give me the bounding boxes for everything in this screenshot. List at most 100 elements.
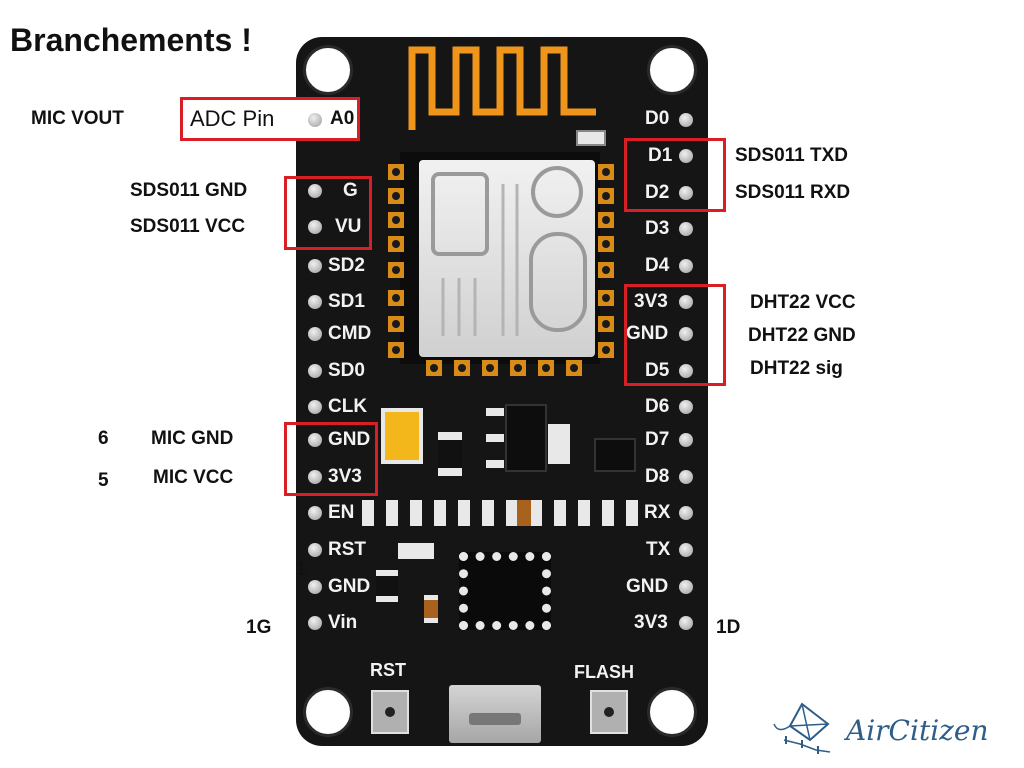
- pin-dot: [679, 364, 693, 378]
- page-title: Branchements !: [10, 22, 252, 58]
- module-pad: [388, 316, 404, 332]
- pin-label-3v3: 3V3: [328, 466, 362, 487]
- mount-hole: [647, 45, 697, 95]
- wifi-antenna: [408, 46, 596, 130]
- pin-label-g: G: [343, 180, 358, 201]
- pin-label-vin: Vin: [328, 612, 358, 633]
- label-mic-vcc: MIC VCC: [153, 467, 234, 488]
- pin-dot: [679, 580, 693, 594]
- usb-port-opening: [469, 713, 521, 725]
- label-dht-sig: DHT22 sig: [750, 358, 843, 379]
- pin-dot: [679, 433, 693, 447]
- smd-capacitor: [517, 500, 531, 526]
- dht-highlight-box: [624, 284, 726, 386]
- usb-serial-chip: [459, 552, 551, 630]
- regulator-lead: [486, 460, 504, 468]
- pin-dot: [308, 580, 322, 594]
- pin-dot: [679, 327, 693, 341]
- module-pad: [388, 164, 404, 180]
- pin-label-vu: VU: [335, 216, 362, 237]
- module-pad: [598, 316, 614, 332]
- pin-label-rst: RST: [328, 539, 366, 560]
- module-pad: [598, 164, 614, 180]
- label-dht-vcc: DHT22 VCC: [750, 292, 856, 313]
- pin-number-6: 6: [98, 428, 109, 449]
- pin-label-d0: D0: [645, 108, 670, 129]
- adc-pin-label: ADC Pin: [190, 106, 275, 131]
- label-mic-vout: MIC VOUT: [31, 108, 124, 129]
- kite-logo-icon: [773, 702, 831, 754]
- flash-button[interactable]: [590, 690, 628, 734]
- pin-label-d5: D5: [645, 360, 670, 381]
- module-pad: [598, 236, 614, 252]
- pin-dot: [308, 220, 322, 234]
- aircitizen-logo-text: AirCitizen: [846, 714, 989, 747]
- pin-dot: [679, 543, 693, 557]
- pin-label-gnd-2: GND: [328, 576, 371, 597]
- label-sds-txd: SDS011 TXD: [735, 145, 848, 166]
- module-pad: [598, 342, 614, 358]
- module-pad: [538, 360, 554, 376]
- sds-data-highlight-box: [624, 138, 726, 212]
- pin-label-gnd-r: GND: [626, 323, 669, 344]
- voltage-regulator: [505, 404, 547, 472]
- transistor: [594, 438, 636, 472]
- regulator-lead: [486, 434, 504, 442]
- pin-label-d2: D2: [645, 182, 670, 203]
- module-pad: [388, 290, 404, 306]
- label-sds-vcc: SDS011 VCC: [130, 216, 246, 237]
- smd-led: [576, 130, 606, 146]
- label-sds-rxd: SDS011 RXD: [735, 182, 851, 203]
- pin-label-sd0: SD0: [328, 360, 365, 381]
- module-pad: [388, 212, 404, 228]
- pin-label-rx: RX: [644, 502, 671, 523]
- pin-dot: [308, 543, 322, 557]
- tantalum-capacitor: [381, 408, 423, 464]
- pin-dot: [308, 184, 322, 198]
- pin-dot: [308, 506, 322, 520]
- micro-usb-port[interactable]: [449, 685, 541, 743]
- module-pad: [426, 360, 442, 376]
- pin-dot: [308, 259, 322, 273]
- pin-dot: [308, 295, 322, 309]
- smd-diode: [376, 570, 398, 602]
- pin-dot: [679, 295, 693, 309]
- regulator-lead: [486, 408, 504, 416]
- pin-dot: [308, 113, 322, 127]
- mount-hole: [303, 45, 353, 95]
- pin-dot: [679, 616, 693, 630]
- pin-dot: [308, 400, 322, 414]
- pin-dot: [679, 149, 693, 163]
- pin-label-gnd: GND: [328, 429, 371, 450]
- smd-capacitor: [424, 595, 438, 623]
- module-pad: [598, 290, 614, 306]
- pin-label-3v3-r: 3V3: [634, 291, 668, 312]
- pin-dot: [679, 470, 693, 484]
- pin-label-cmd: CMD: [328, 323, 372, 344]
- rst-button[interactable]: [371, 690, 409, 734]
- module-pad: [454, 360, 470, 376]
- module-pad: [510, 360, 526, 376]
- pin-label-sd1: SD1: [328, 291, 365, 312]
- label-sds-gnd: SDS011 GND: [130, 180, 248, 201]
- sds-power-highlight-box: [284, 176, 372, 250]
- pin-label-d6: D6: [645, 396, 670, 417]
- resistor-row: [362, 500, 642, 526]
- pin-label-d7: D7: [645, 429, 670, 450]
- label-1d: 1D: [716, 617, 741, 638]
- pin-dot: [308, 470, 322, 484]
- pin-label-clk: CLK: [328, 396, 368, 417]
- smd-diode: [438, 432, 462, 476]
- pin-dot: [308, 616, 322, 630]
- pin-label-sd2: SD2: [328, 255, 365, 276]
- label-dht-gnd: DHT22 GND: [748, 325, 856, 346]
- pin-label-tx: TX: [646, 539, 671, 560]
- module-shield: [419, 160, 595, 357]
- module-pad: [566, 360, 582, 376]
- module-pad: [388, 236, 404, 252]
- pin-label-d4: D4: [645, 255, 670, 276]
- pin-dot: [679, 506, 693, 520]
- adc-highlight-box: [180, 97, 360, 141]
- label-mic-gnd: MIC GND: [151, 428, 234, 449]
- module-pad: [598, 188, 614, 204]
